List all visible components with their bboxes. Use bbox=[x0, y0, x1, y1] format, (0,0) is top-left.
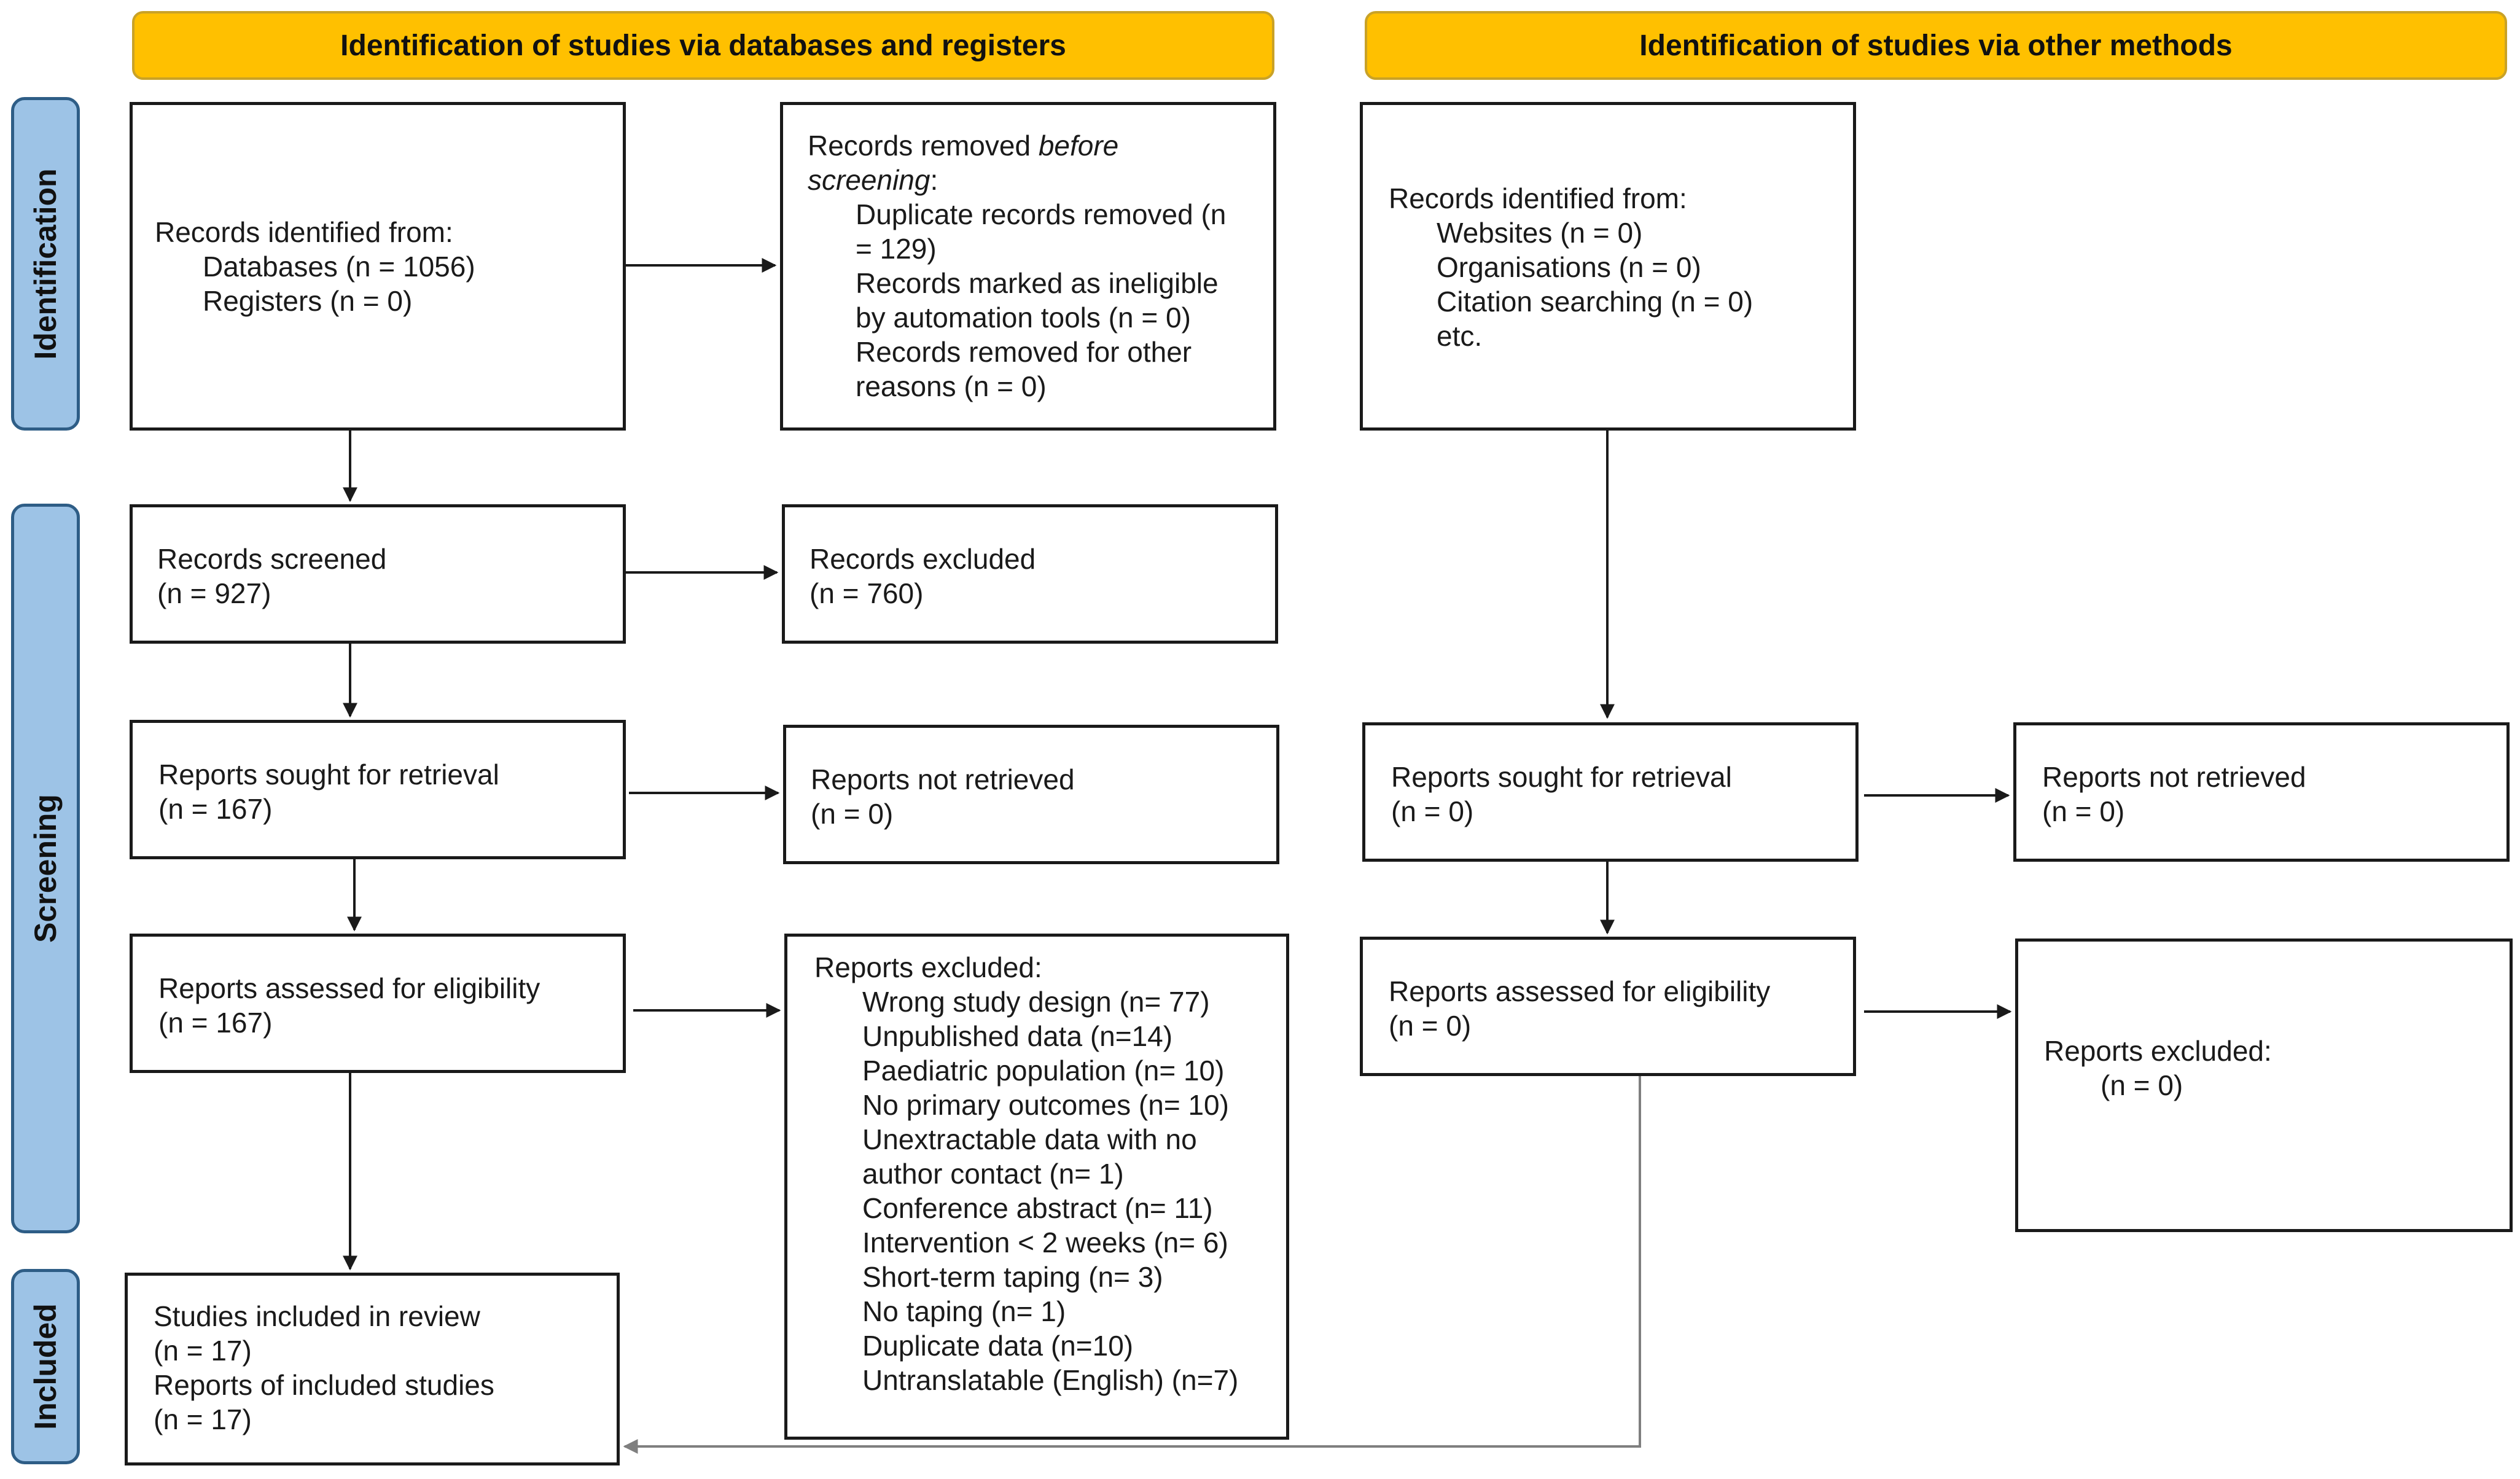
db-reports-excluded-title: Reports excluded: bbox=[814, 951, 1042, 983]
db-removed-other-2: reasons (n = 0) bbox=[856, 370, 1047, 402]
header-databases-label: Identification of studies via databases … bbox=[340, 29, 1066, 62]
db-assessed-label: Reports assessed for eligibility bbox=[158, 972, 540, 1004]
db-removed-other-1: Records removed for other bbox=[856, 336, 1192, 368]
db-reports-sought-box: Reports sought for retrieval (n = 167) bbox=[130, 720, 626, 859]
other-identified-citation: Citation searching (n = 0) bbox=[1437, 286, 1753, 318]
included-studies-box: Studies included in review (n = 17) Repo… bbox=[125, 1273, 620, 1465]
other-reports-excluded-title: Reports excluded: bbox=[2044, 1035, 2272, 1067]
db-reports-excluded-item: Duplicate data (n=10) bbox=[862, 1330, 1134, 1362]
db-reports-excluded-item: author contact (n= 1) bbox=[862, 1158, 1124, 1190]
db-removed-title-suffix: : bbox=[930, 164, 938, 196]
db-records-identified-box: Records identified from: Databases (n = … bbox=[130, 102, 626, 431]
other-not-retrieved-n: (n = 0) bbox=[2042, 795, 2125, 827]
other-identified-websites: Websites (n = 0) bbox=[1437, 217, 1643, 249]
db-removed-title-line2: screening: bbox=[808, 163, 1273, 197]
db-reports-excluded-item: Unextractable data with no bbox=[862, 1123, 1197, 1155]
included-studies-n: (n = 17) bbox=[154, 1335, 252, 1367]
db-reports-excluded-item: Intervention < 2 weeks (n= 6) bbox=[862, 1227, 1228, 1259]
db-removed-title-italic2: screening bbox=[808, 164, 930, 196]
other-identified-title: Records identified from: bbox=[1389, 182, 1687, 214]
other-records-identified-box: Records identified from: Websites (n = 0… bbox=[1360, 102, 1856, 431]
other-reports-assessed-box: Reports assessed for eligibility (n = 0) bbox=[1360, 937, 1856, 1076]
db-identified-title: Records identified from: bbox=[155, 216, 453, 248]
included-reports-label: Reports of included studies bbox=[154, 1369, 494, 1401]
db-screened-label: Records screened bbox=[157, 543, 387, 575]
other-reports-excluded-n: (n = 0) bbox=[2101, 1069, 2183, 1101]
db-removed-ineligible-2: by automation tools (n = 0) bbox=[856, 302, 1191, 334]
db-sought-n: (n = 167) bbox=[158, 793, 273, 825]
db-records-removed-box: Records removed before screening: Duplic… bbox=[780, 102, 1276, 431]
db-records-excluded-box: Records excluded (n = 760) bbox=[782, 504, 1278, 644]
db-removed-ineligible-1: Records marked as ineligible bbox=[856, 267, 1219, 299]
db-reports-excluded-box: Reports excluded: Wrong study design (n=… bbox=[784, 934, 1289, 1440]
db-reports-excluded-item: No primary outcomes (n= 10) bbox=[862, 1089, 1229, 1121]
other-reports-excluded-box: Reports excluded: (n = 0) bbox=[2015, 939, 2513, 1232]
db-reports-assessed-box: Reports assessed for eligibility (n = 16… bbox=[130, 934, 626, 1073]
other-identified-etc: etc. bbox=[1437, 320, 1483, 352]
db-reports-excluded-item: Paediatric population (n= 10) bbox=[862, 1055, 1225, 1087]
other-identified-organisations: Organisations (n = 0) bbox=[1437, 251, 1701, 283]
db-removed-title-italic: before bbox=[1038, 130, 1119, 162]
db-reports-excluded-item: Wrong study design (n= 77) bbox=[862, 986, 1210, 1018]
db-identified-databases: Databases (n = 1056) bbox=[203, 250, 475, 283]
db-records-screened-box: Records screened (n = 927) bbox=[130, 504, 626, 644]
db-removed-title-prefix: Records removed bbox=[808, 130, 1039, 162]
db-screened-n: (n = 927) bbox=[157, 577, 271, 609]
phase-screening: Screening bbox=[11, 504, 80, 1233]
db-reports-excluded-item: Untranslatable (English) (n=7) bbox=[862, 1364, 1239, 1396]
db-removed-title: Records removed before bbox=[808, 128, 1273, 163]
db-reports-excluded-item: Conference abstract (n= 11) bbox=[862, 1192, 1213, 1224]
db-removed-duplicate-1: Duplicate records removed (n bbox=[856, 198, 1227, 230]
db-excluded-label: Records excluded bbox=[809, 543, 1036, 575]
other-reports-sought-box: Reports sought for retrieval (n = 0) bbox=[1362, 722, 1859, 862]
arrow-other-assessed-to-included bbox=[623, 1076, 1641, 1454]
other-not-retrieved-label: Reports not retrieved bbox=[2042, 761, 2306, 793]
other-assessed-n: (n = 0) bbox=[1389, 1010, 1472, 1042]
header-other-methods: Identification of studies via other meth… bbox=[1365, 11, 2507, 80]
db-excluded-n: (n = 760) bbox=[809, 577, 924, 609]
db-reports-not-retrieved-box: Reports not retrieved (n = 0) bbox=[783, 725, 1279, 864]
included-reports-n: (n = 17) bbox=[154, 1403, 252, 1435]
db-not-retrieved-n: (n = 0) bbox=[811, 798, 894, 830]
db-reports-excluded-item: Unpublished data (n=14) bbox=[862, 1020, 1173, 1052]
phase-identification: Identification bbox=[11, 97, 80, 431]
db-not-retrieved-label: Reports not retrieved bbox=[811, 763, 1075, 795]
db-identified-registers: Registers (n = 0) bbox=[203, 284, 413, 317]
db-removed-duplicate-2: = 129) bbox=[856, 233, 937, 265]
db-sought-label: Reports sought for retrieval bbox=[158, 759, 499, 790]
phase-included: Included bbox=[11, 1269, 80, 1464]
included-studies-label: Studies included in review bbox=[154, 1300, 480, 1332]
other-sought-n: (n = 0) bbox=[1391, 795, 1474, 827]
other-assessed-label: Reports assessed for eligibility bbox=[1389, 975, 1771, 1007]
other-sought-label: Reports sought for retrieval bbox=[1391, 761, 1732, 793]
other-reports-not-retrieved-box: Reports not retrieved (n = 0) bbox=[2013, 722, 2510, 862]
db-reports-excluded-item: Short-term taping (n= 3) bbox=[862, 1261, 1163, 1293]
db-reports-excluded-item: No taping (n= 1) bbox=[862, 1295, 1066, 1327]
header-other-label: Identification of studies via other meth… bbox=[1639, 29, 2233, 62]
header-databases-registers: Identification of studies via databases … bbox=[132, 11, 1274, 80]
db-assessed-n: (n = 167) bbox=[158, 1007, 273, 1039]
